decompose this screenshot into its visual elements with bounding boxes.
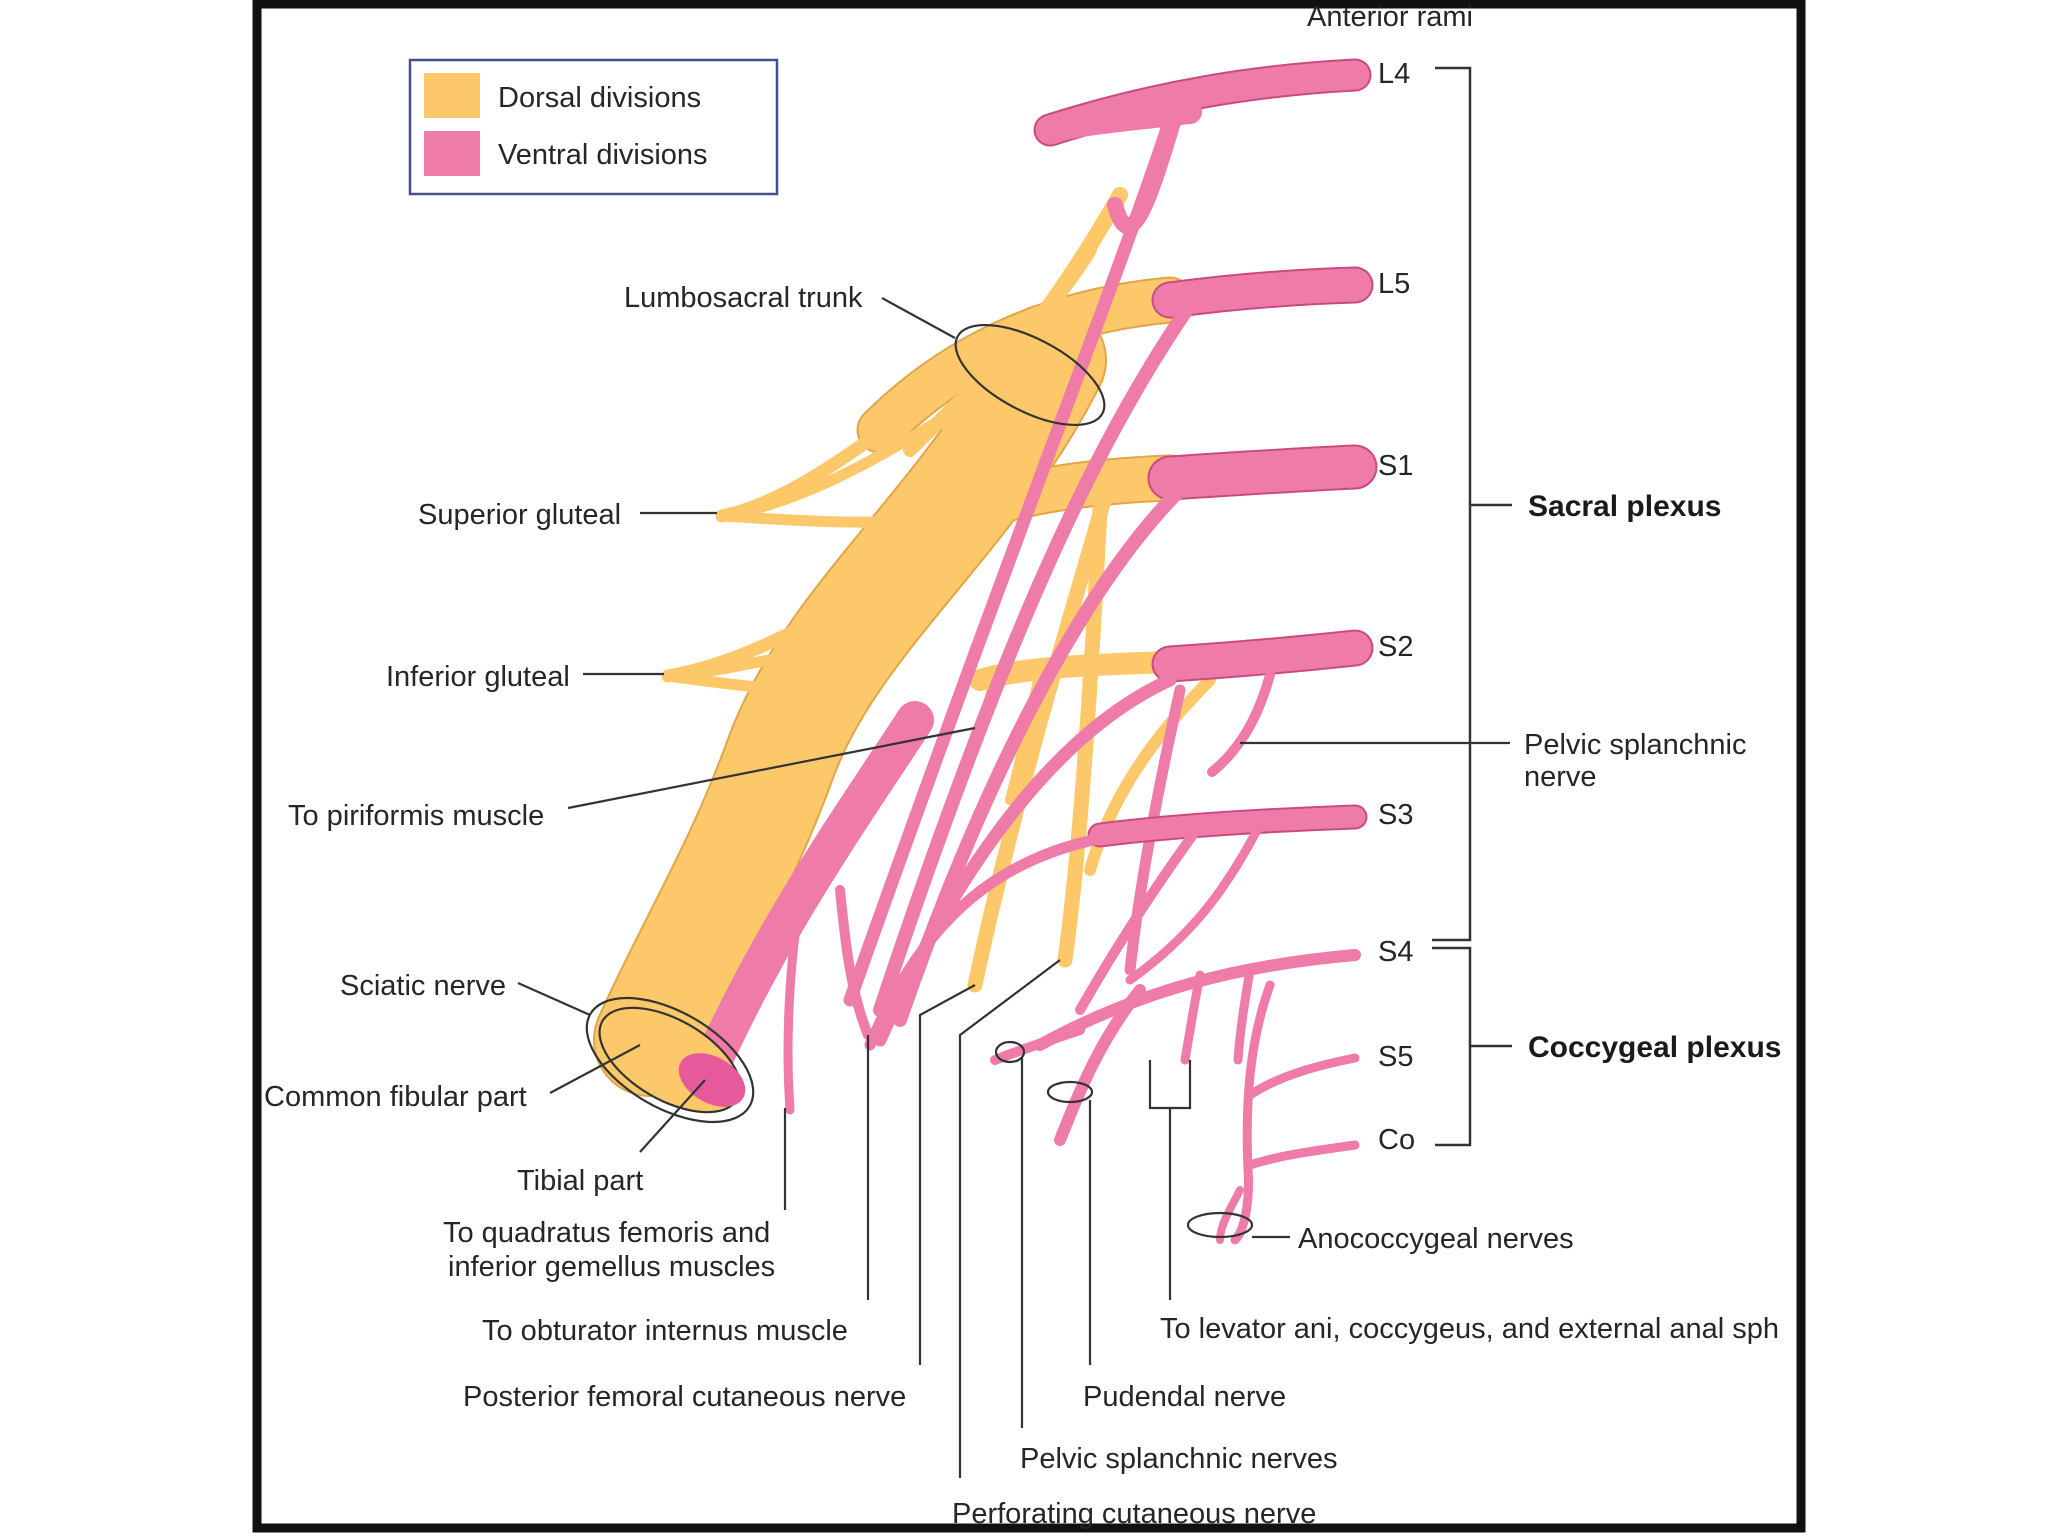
co-ramus — [1245, 1140, 1360, 1170]
ramus-label-s1: S1 — [1378, 450, 1413, 482]
inferior-gluteal-branch-a — [662, 634, 886, 682]
s2-pelvic-splanchnic — [1207, 670, 1275, 777]
s3-splanchnic — [1125, 820, 1265, 985]
pelvic-splanchnic-ring — [994, 1040, 1026, 1064]
pudendal-label: Pudendal nerve — [1083, 1381, 1286, 1413]
l5-ramus — [1153, 268, 1372, 317]
quadratus-label-1: To quadratus femoris and — [443, 1217, 770, 1249]
sacral-bracket — [1432, 66, 1472, 942]
ramus-label-co: Co — [1378, 1124, 1415, 1156]
diagram-frame — [252, 0, 1806, 1533]
to-piriformis-label: To piriformis muscle — [288, 800, 544, 832]
levator-ani-label: To levator ani, coccygeus, and external … — [1160, 1313, 1779, 1345]
ramus-label-l4: L4 — [1378, 58, 1410, 90]
coccygeal-chain — [1230, 980, 1275, 1245]
superior-gluteal-branch-a — [716, 414, 946, 522]
leader-common-fibular — [549, 1044, 641, 1094]
pelvic-splanchnic-nerves-label: Pelvic splanchnic nerves — [1020, 1443, 1338, 1475]
anterior-rami-label: Anterior rami — [1307, 1, 1473, 33]
sciatic-trunk — [595, 305, 1105, 1095]
coccygeal-plexus-label: Coccygeal plexus — [1528, 1031, 1781, 1064]
legend-swatch-dorsal — [424, 73, 480, 118]
s2-ramus — [1153, 631, 1372, 681]
posterior-femoral-yellow-limb — [967, 472, 1118, 993]
s4-branch-a — [1233, 965, 1255, 1065]
obturator-internus-branch — [835, 885, 873, 1040]
sacral-plexus-label: Sacral plexus — [1528, 490, 1721, 523]
sciatic-tibial-strip — [681, 701, 934, 1109]
ramus-label-s3: S3 — [1378, 799, 1413, 831]
s1-dorsal-division — [858, 456, 1192, 582]
s5-ramus — [1245, 1053, 1360, 1100]
pudendal-ring — [1046, 1080, 1094, 1104]
pudendal-nerve-stem — [1054, 984, 1146, 1146]
inferior-gluteal-label: Inferior gluteal — [386, 661, 570, 693]
leader-piriformis — [567, 726, 976, 810]
ramus-label-s2: S2 — [1378, 631, 1413, 663]
leader-perforating-cutaneous — [958, 959, 1061, 1478]
inferior-gluteal-branch-b — [662, 670, 866, 706]
sciatic-nerve-label: Sciatic nerve — [340, 970, 506, 1002]
perforating-cutaneous-label: Perforating cutaneous nerve — [952, 1498, 1316, 1530]
sciatic-tibial-section — [678, 1053, 746, 1107]
anococcygeal-ring — [1186, 1211, 1254, 1239]
labels: Anterior rami L4 L5 S1 S2 S3 S4 S5 Co Sa… — [264, 1, 1781, 1530]
legend-label-ventral: Ventral divisions — [498, 139, 708, 171]
common-fibular-part-label: Common fibular part — [264, 1081, 527, 1113]
anococcygeal-label: Anococcygeal nerves — [1298, 1223, 1574, 1255]
quadratus-femoris-branch — [783, 895, 805, 1115]
quadratus-label-2: inferior gemellus muscles — [448, 1251, 775, 1283]
lumbosacral-trunk-ring — [954, 323, 1106, 427]
s4-branch-b — [1180, 970, 1205, 1065]
leader-lines — [517, 297, 1510, 1478]
s3-ramus — [1089, 806, 1366, 846]
pelvic-splanchnic-stem — [990, 1025, 1085, 1065]
ramus-label-s4: S4 — [1378, 936, 1413, 968]
s4-ramus — [1034, 949, 1361, 1051]
ramus-label-l5: L5 — [1378, 268, 1410, 300]
leader-levator-ani — [1148, 1060, 1192, 1110]
leader-lumbosacral — [881, 297, 956, 339]
legend: Dorsal divisions Ventral divisions — [408, 58, 779, 196]
legend-swatch-ventral — [424, 131, 480, 176]
pelvic-splanchnic-nerve-label-1: Pelvic splanchnic — [1524, 729, 1746, 761]
superior-gluteal-label: Superior gluteal — [418, 499, 621, 531]
dorsal-divisions — [593, 187, 1216, 1097]
legend-label-dorsal: Dorsal divisions — [498, 82, 701, 114]
pelvic-splanchnic-nerve-label-2: nerve — [1524, 761, 1597, 793]
posterior-femoral-label: Posterior femoral cutaneous nerve — [463, 1381, 906, 1413]
l4-ventral-long — [843, 113, 1177, 1007]
s3-ventral-long — [864, 829, 1126, 1051]
leader-tibial — [639, 1079, 706, 1153]
ramus-label-s5: S5 — [1378, 1041, 1413, 1073]
lumbosacral-trunk-label: Lumbosacral trunk — [624, 282, 863, 314]
leader-posterior-femoral — [918, 984, 976, 1365]
tibial-part-label: Tibial part — [517, 1165, 643, 1197]
ventral-divisions — [681, 58, 1378, 1245]
leader-sciatic — [517, 981, 591, 1017]
s3-to-pudendal — [1075, 820, 1205, 1015]
s1-ramus — [1149, 446, 1376, 499]
obturator-internus-label: To obturator internus muscle — [482, 1315, 848, 1347]
l5-ventral-long — [873, 298, 1197, 1017]
plexus-brackets — [1432, 66, 1512, 1147]
superior-gluteal-branch-b — [716, 510, 926, 528]
coccygeal-bracket — [1432, 946, 1472, 1147]
